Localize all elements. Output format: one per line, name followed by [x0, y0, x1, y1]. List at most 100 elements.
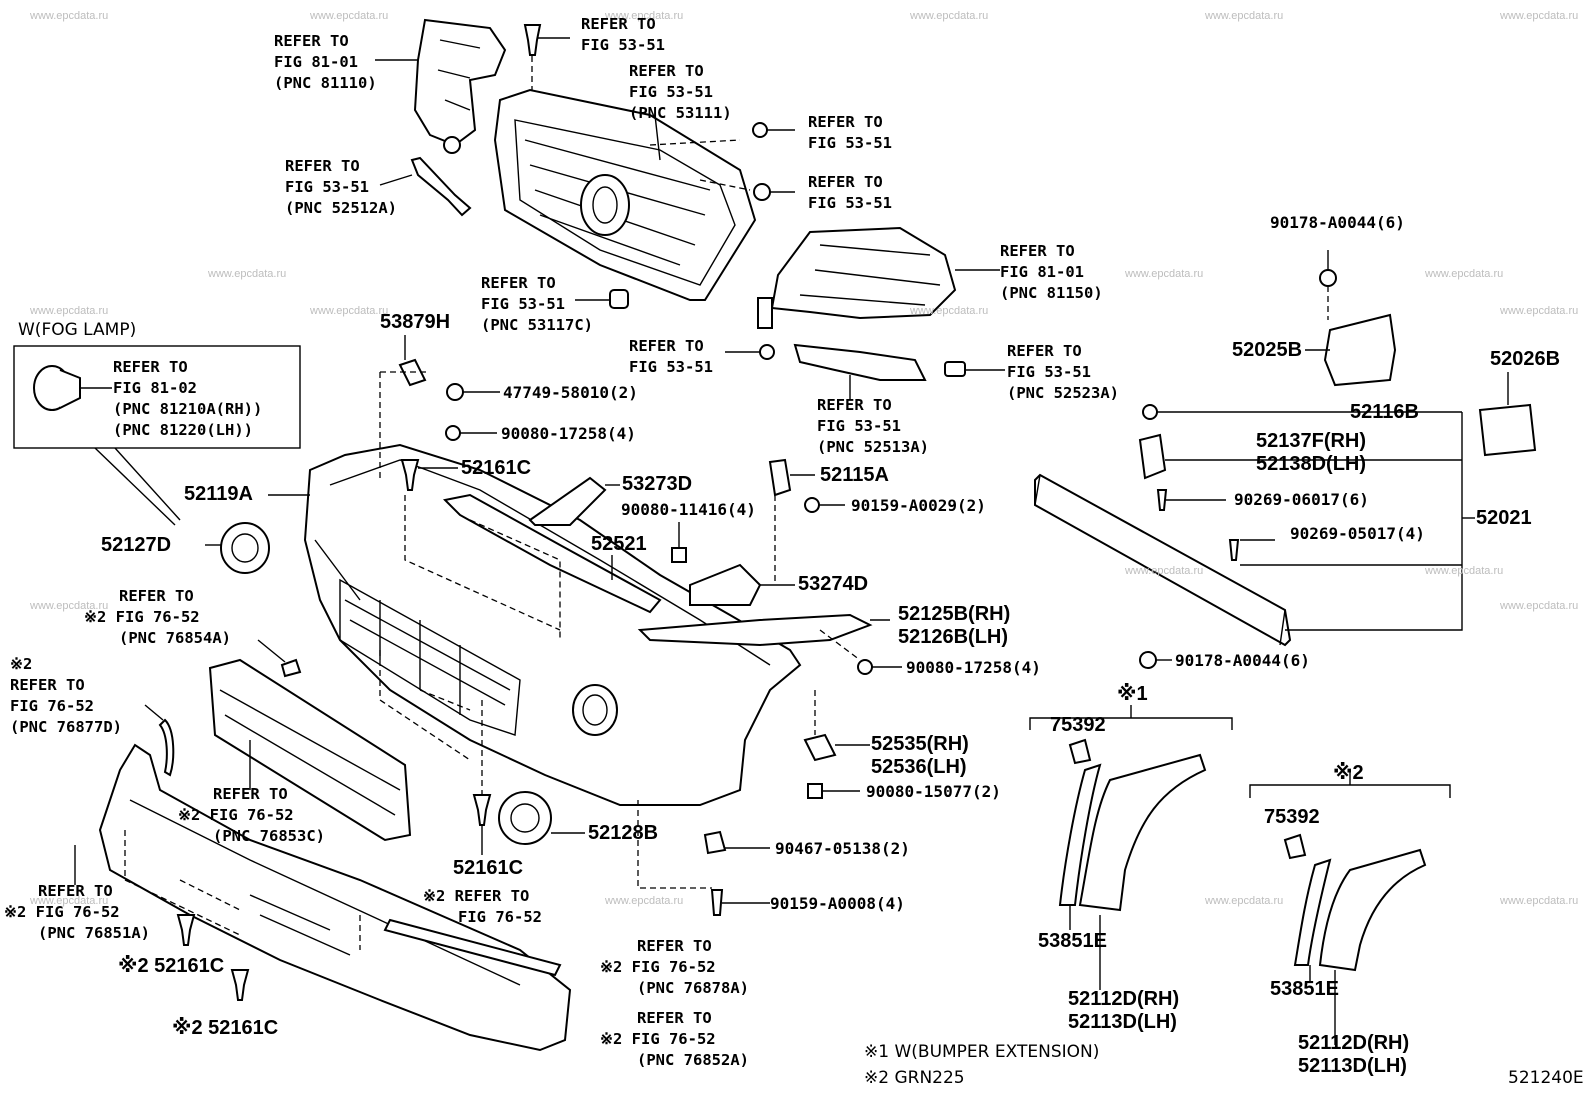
group1-53851e: 53851E	[1038, 930, 1107, 952]
clip-5351-c	[725, 344, 775, 360]
part-52161c-b: 52161C	[453, 857, 524, 879]
nut-90080-17258-a	[445, 425, 497, 441]
ref-52512a-2: FIG 53-51	[285, 178, 369, 196]
clip-53117c	[575, 289, 629, 309]
fog-lamp-ref-line2: FIG 81-02	[113, 379, 197, 397]
watermark: www.epcdata.ru	[910, 10, 989, 22]
fog-lamp-ref-line3: (PNC 81210A(RH))	[113, 400, 263, 418]
ref-76877d-2: REFER TO	[10, 676, 85, 694]
ref-53111-1: REFER TO	[629, 62, 704, 80]
ref-81110-1: REFER TO	[274, 32, 349, 50]
group2-52112d: 52112D(RH)	[1298, 1032, 1410, 1054]
bracket-52026b	[1478, 372, 1537, 457]
watermark: www.epcdata.ru	[1425, 565, 1504, 577]
clip-52161c-c	[176, 914, 196, 946]
footnote-2: ※2 GRN225	[864, 1068, 965, 1088]
ref-76851a-3: (PNC 76851A)	[38, 924, 150, 942]
diagram-code: 521240E	[1508, 1068, 1584, 1088]
ref-52512a-1: REFER TO	[285, 157, 360, 175]
ref-a-2: FIG 53-51	[808, 134, 892, 152]
part-52126b: 52126B(LH)	[898, 626, 1009, 648]
ref-b-2: FIG 53-51	[808, 194, 892, 212]
lower-spoiler	[74, 743, 572, 1052]
ref-76852a-3: (PNC 76852A)	[637, 1051, 749, 1069]
bumper-reinforcement	[1034, 473, 1292, 647]
part-52119a: 52119A	[184, 483, 253, 505]
ref-53117c-1: REFER TO	[481, 274, 556, 292]
part-52161c-d: ※2 52161C	[172, 1017, 279, 1039]
watermark: www.epcdata.ru	[30, 600, 109, 612]
bolt-90080-11416	[671, 522, 687, 563]
watermark: www.epcdata.ru	[30, 10, 109, 22]
watermark: www.epcdata.ru	[1500, 10, 1579, 22]
part-90080-17258-a: 90080-17258(4)	[501, 424, 636, 443]
watermark: www.epcdata.ru	[30, 305, 109, 317]
reinforcement-hardware	[1138, 404, 1475, 669]
ref-52513a-2: FIG 53-51	[817, 417, 901, 435]
ref-52523a-2: FIG 53-51	[1007, 363, 1091, 381]
watermark: www.epcdata.ru	[310, 10, 389, 22]
part-53273d: 53273D	[622, 473, 693, 495]
ref-52523a-1: REFER TO	[1007, 342, 1082, 360]
headlamp-left	[375, 18, 507, 154]
watermark: www.epcdata.ru	[310, 305, 389, 317]
bracket-52512a	[379, 156, 472, 217]
part-90159-a0029: 90159-A0029(2)	[851, 496, 986, 515]
ref-81110-2: FIG 81-01	[274, 53, 358, 71]
part-52161c-a: 52161C	[461, 457, 532, 479]
part-52161c-c: ※2 52161C	[118, 955, 225, 977]
ref-76854a-3: (PNC 76854A)	[119, 629, 231, 647]
watermark: www.epcdata.ru	[1205, 895, 1284, 907]
ref-76854a-1: REFER TO	[119, 587, 194, 605]
watermark: www.epcdata.ru	[1205, 10, 1284, 22]
part-52536: 52536(LH)	[871, 756, 967, 778]
ref-76852a-2: ※2 FIG 76-52	[600, 1030, 716, 1048]
part-52128b: 52128B	[588, 822, 659, 844]
clip-52523a	[944, 361, 1005, 377]
ref-76878a-1: REFER TO	[637, 937, 712, 955]
part-53879h: 53879H	[380, 311, 451, 333]
lower-grille	[208, 658, 412, 842]
part-52137f: 52137F(RH)	[1256, 430, 1367, 452]
ref-81110-3: (PNC 81110)	[274, 74, 377, 92]
ref-76854a-2: ※2 FIG 76-52	[84, 608, 200, 626]
part-52535: 52535(RH)	[871, 733, 969, 755]
part-90080-15077: 90080-15077(2)	[866, 782, 1001, 801]
footnote-1: ※1 W(BUMPER EXTENSION)	[864, 1042, 1100, 1062]
part-52521: 52521	[591, 533, 647, 555]
nut-90080-17258-b	[819, 629, 902, 675]
extension-52125b	[637, 613, 890, 647]
part-90269-06017: 90269-06017(6)	[1234, 490, 1369, 509]
ref-52513a-3: (PNC 52513A)	[817, 438, 929, 456]
ref-81150-1: REFER TO	[1000, 242, 1075, 260]
ref-53111-2: FIG 53-51	[629, 83, 713, 101]
nut-90178-top	[1319, 250, 1337, 320]
headlamp-right	[757, 226, 1000, 329]
nut-90467	[703, 830, 770, 855]
fog-lamp-box-title: W(FOG LAMP)	[18, 320, 137, 340]
part-52138d: 52138D(LH)	[1256, 453, 1367, 475]
part-52125b: 52125B(RH)	[898, 603, 1011, 625]
group1-52113d: 52113D(LH)	[1068, 1011, 1177, 1033]
watermark: www.epcdata.ru	[1425, 268, 1504, 280]
clip-52161c-d	[230, 969, 250, 1001]
watermark: www.epcdata.ru	[1125, 268, 1204, 280]
group2-53851e: 53851E	[1270, 978, 1339, 1000]
watermark: www.epcdata.ru	[1125, 565, 1204, 577]
ref-c-1: REFER TO	[629, 337, 704, 355]
watermark: www.epcdata.ru	[1500, 895, 1579, 907]
bracket-52115a	[768, 458, 815, 585]
clip-52161c-a	[400, 459, 458, 491]
screw-grille-b	[753, 183, 795, 201]
bolt-90159-a0008	[637, 800, 770, 916]
watermark: www.epcdata.ru	[208, 268, 287, 280]
part-90269-05017: 90269-05017(4)	[1290, 524, 1425, 543]
clip-76854a	[257, 639, 302, 678]
fog-lamp-box	[13, 345, 301, 449]
ref-76853c-1: REFER TO	[213, 785, 288, 803]
bracket-52513a	[793, 343, 927, 400]
group1-52112d: 52112D(RH)	[1068, 988, 1180, 1010]
ref-c-2: FIG 53-51	[629, 358, 713, 376]
ref-53111-3: (PNC 53111)	[629, 104, 732, 122]
